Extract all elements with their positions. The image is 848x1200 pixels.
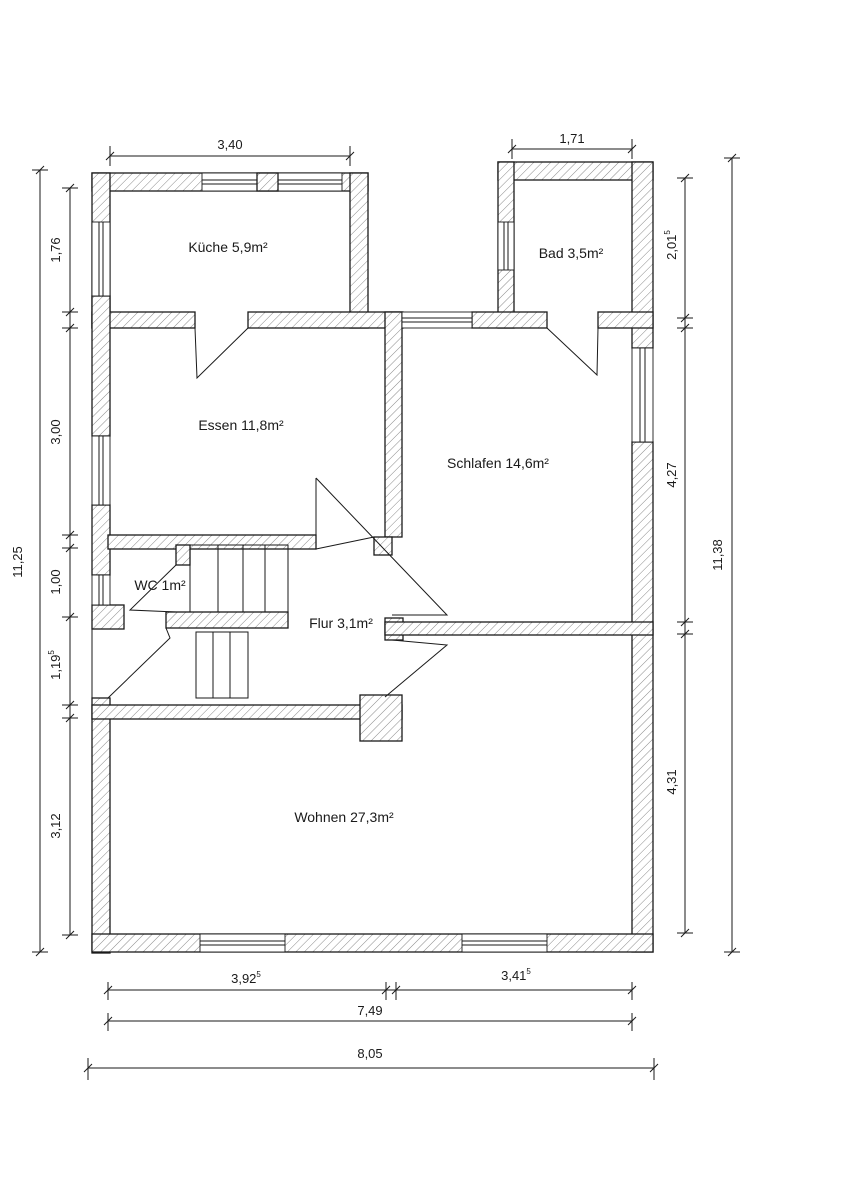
dim-left-119: 1,195 <box>47 650 63 680</box>
wall-wohnen-top <box>91 704 403 720</box>
dim-right-427: 4,27 <box>664 462 679 487</box>
wall-left-wc <box>91 504 111 576</box>
dim-right-total: 11,38 <box>710 539 725 571</box>
window-bad-left <box>497 221 515 271</box>
dim-bottom-749: 7,49 <box>357 1003 382 1018</box>
window-wohnen-bottom-1 <box>199 933 286 953</box>
door-wc <box>128 564 177 613</box>
room-label-essen: Essen 11,8m² <box>198 417 284 433</box>
room-label-flur: Flur 3,1m² <box>309 615 373 631</box>
window-wc-left <box>91 574 111 606</box>
room-label-wohnen: Wohnen 27,3m² <box>294 809 394 825</box>
wall-kueche-bottom-right <box>247 311 404 329</box>
doors <box>107 327 599 699</box>
wall-bottom <box>91 933 654 953</box>
window-wohnen-bottom-2 <box>461 933 548 953</box>
window-kueche-top-2 <box>277 172 343 192</box>
dim-left-300: 3,00 <box>48 419 63 444</box>
dim-right-431: 4,31 <box>664 769 679 794</box>
stairs <box>189 544 289 699</box>
window-essen-left <box>91 435 111 506</box>
wall-schlafen-bottom <box>384 621 654 636</box>
dim-left-312: 3,12 <box>48 813 63 838</box>
door-wohnen <box>384 639 449 698</box>
door-schlafen-swing <box>315 477 449 616</box>
room-label-schlafen: Schlafen 14,6m² <box>447 455 549 471</box>
wall-wohnen-pillar <box>359 694 403 742</box>
wall-left-essen <box>91 295 111 437</box>
dim-top-bad: 1,71 <box>559 131 584 146</box>
window-schlafen-right <box>631 347 654 443</box>
door-kueche <box>194 327 249 380</box>
room-label-bad: Bad 3,5m² <box>539 245 604 261</box>
dim-left-total: 11,25 <box>10 546 25 578</box>
dim-right-201: 2,015 <box>663 230 679 260</box>
door-essen <box>315 478 375 550</box>
wall-stair-stub <box>175 544 191 566</box>
wall-essen-schlafen <box>384 311 403 538</box>
wall-stair-bottom <box>165 611 289 629</box>
dim-left-100: 1,00 <box>48 569 63 594</box>
room-label-kueche: Küche 5,9m² <box>188 239 268 255</box>
door-entrance <box>107 627 171 699</box>
dim-bottom-341: 3,415 <box>501 967 531 983</box>
wall-kueche-right <box>349 172 369 329</box>
dimension-lines: 3,40 1,71 11,25 1,76 3,00 1,00 1,195 3,1… <box>10 131 740 1080</box>
windows <box>91 172 654 953</box>
dim-bottom-392: 3,925 <box>231 970 261 986</box>
dim-bottom-805: 8,05 <box>357 1046 382 1061</box>
window-kueche-left <box>91 221 111 297</box>
door-bad <box>546 327 599 377</box>
room-labels: Küche 5,9m² Bad 3,5m² Essen 11,8m² Schla… <box>134 239 603 825</box>
wall-bad-top <box>497 161 654 181</box>
window-flur-top <box>401 311 473 329</box>
room-label-wc: WC 1m² <box>134 577 186 593</box>
dim-top-kueche: 3,40 <box>217 137 242 152</box>
wall-left-wc-bottom <box>91 604 125 630</box>
window-kueche-top-1 <box>201 172 258 192</box>
wall-essen-bottom <box>107 534 317 550</box>
wall-bad-bottom-left <box>471 311 548 329</box>
wall-bad-bottom-right <box>597 311 654 329</box>
dim-left-176: 1,76 <box>48 237 63 262</box>
wall-essen-schlafen-stub <box>373 536 393 556</box>
walls <box>91 161 654 954</box>
wall-left-wohnen <box>91 697 111 954</box>
wall-right-lower <box>631 441 654 953</box>
